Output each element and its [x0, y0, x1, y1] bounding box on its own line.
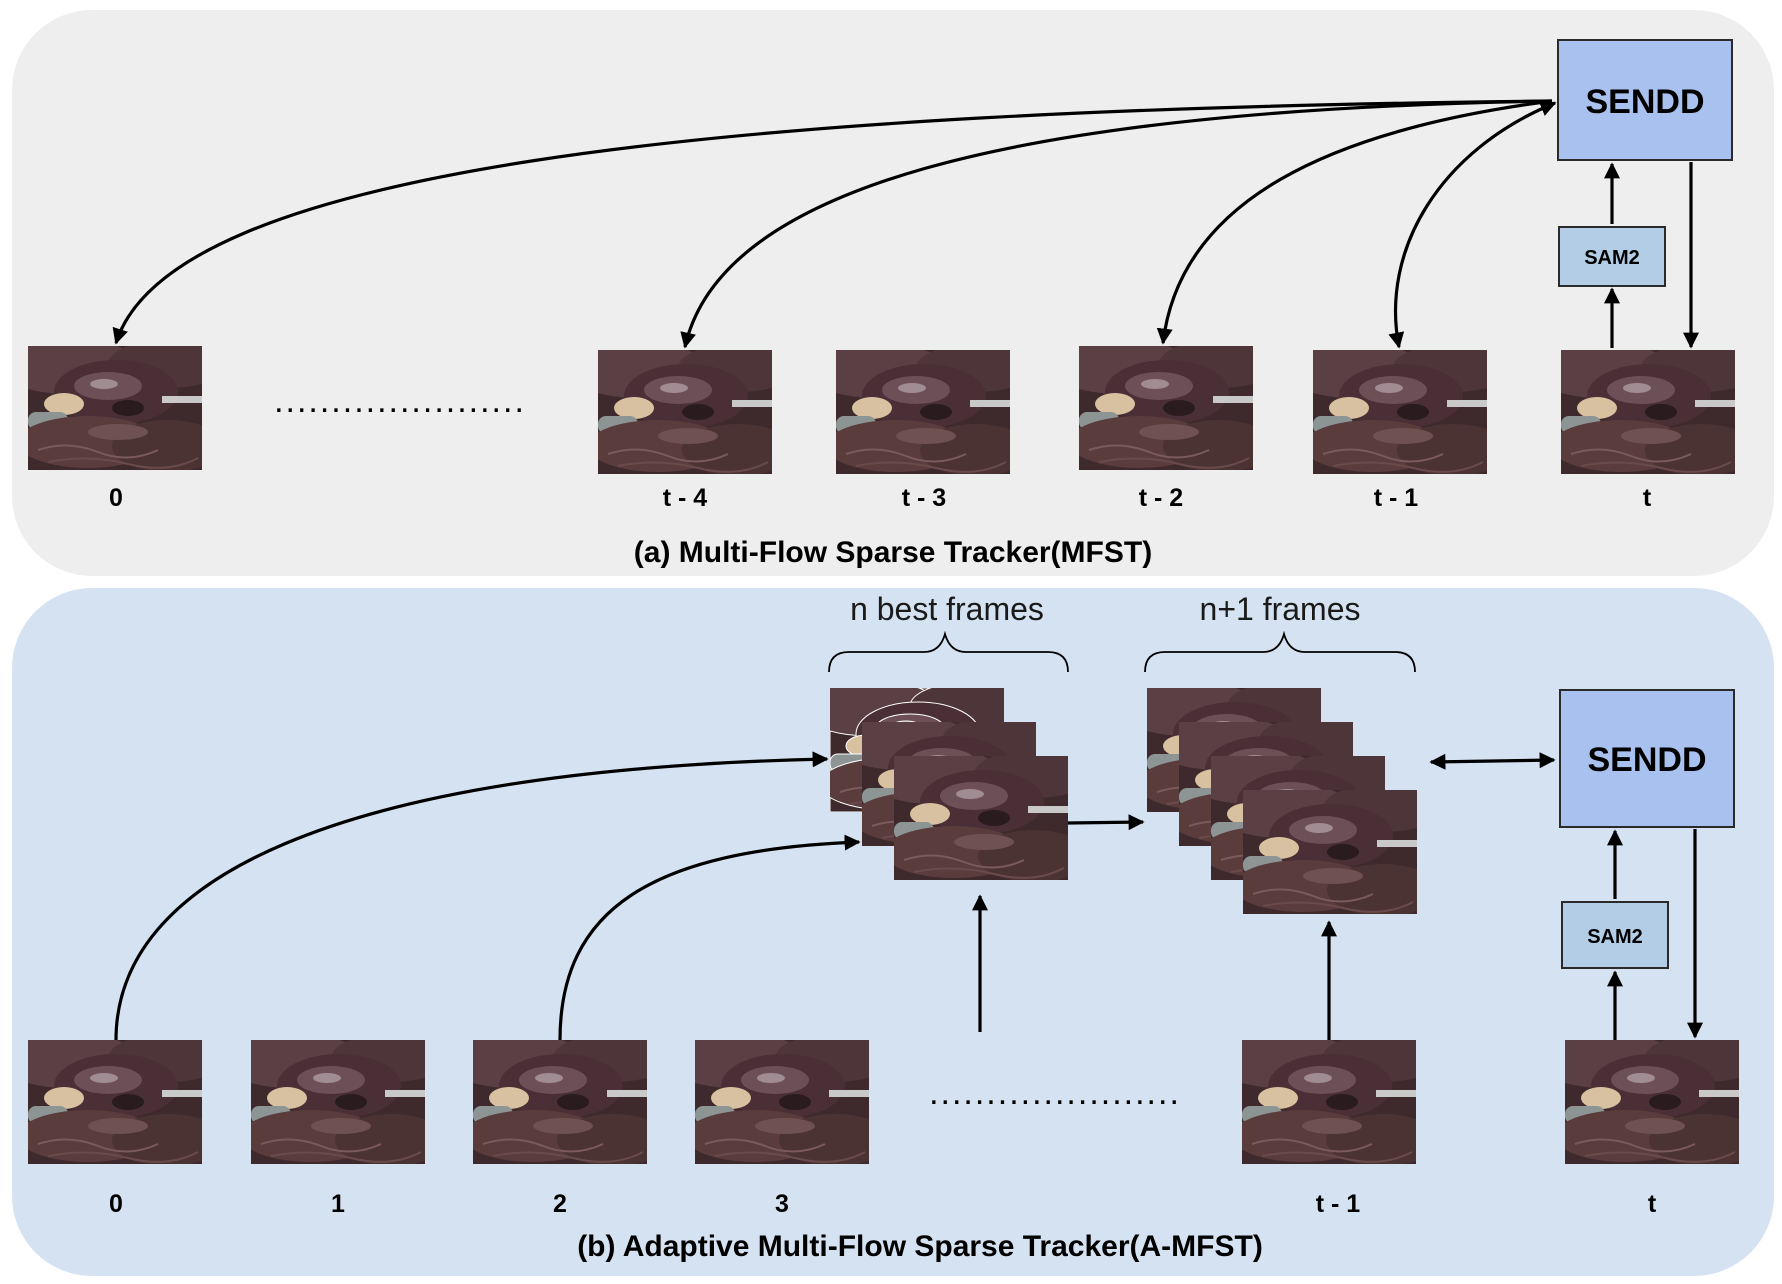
ellipsis-a: ......................	[274, 382, 526, 420]
frame-b-label-t-1: t - 1	[1316, 1190, 1361, 1218]
frame-b-t-1	[1212, 1032, 1442, 1166]
panel-a-background	[12, 10, 1774, 576]
arrow-best-to-next-frames	[1067, 814, 1145, 831]
frame-a-0	[0, 338, 228, 472]
sam2-box-b	[1561, 901, 1669, 969]
sendd-label-a: SENDD	[1585, 83, 1704, 121]
brace-best-frames	[828, 630, 1069, 673]
frame-a-label-t-4: t - 4	[663, 484, 708, 512]
arrow-frame-2-to-best-frames	[558, 834, 861, 1041]
arrow-sendd-to-frame-0	[112, 99, 1553, 345]
frame-b-1	[221, 1032, 451, 1166]
panel-b: ...................... 0 1 2 3 t - 1 t n…	[0, 591, 1765, 1263]
frame-b-label-3: 3	[775, 1190, 789, 1218]
frame-b-label-1: 1	[331, 1190, 345, 1218]
arrow-next-frames-sendd-bidirectional	[1429, 752, 1556, 770]
sam2-label-a: SAM2	[1584, 247, 1640, 269]
sendd-box-a	[1557, 39, 1733, 161]
arrow-frame-0-to-best-frames	[114, 751, 829, 1041]
ellipsis-b: ......................	[929, 1074, 1181, 1112]
brace-next-frames	[1144, 630, 1416, 673]
panel-a: ...................... 0 t - 4 t - 3 t -…	[0, 39, 1761, 569]
frame-a-t	[1531, 342, 1761, 476]
frame-b-label-t: t	[1648, 1190, 1657, 1218]
frame-a-t-2	[1049, 338, 1279, 472]
brace-next-label: n+1 frames	[1200, 591, 1361, 627]
sam2-box-a	[1558, 226, 1666, 287]
frame-b-0	[0, 1032, 228, 1166]
frame-a-label-t-2: t - 2	[1139, 484, 1183, 512]
frame-a-label-t-3: t - 3	[902, 484, 946, 512]
frame-b-label-2: 2	[553, 1190, 567, 1218]
caption-b: (b) Adaptive Multi-Flow Sparse Tracker(A…	[577, 1230, 1263, 1263]
sendd-label-b: SENDD	[1587, 741, 1706, 779]
frame-a-t-3	[806, 342, 1036, 476]
caption-a: (a) Multi-Flow Sparse Tracker(MFST)	[634, 536, 1152, 569]
frame-a-label-t: t	[1643, 484, 1652, 512]
frame-b-t	[1535, 1032, 1765, 1166]
arrow-sendd-frame-t-1-bidirectional	[1388, 101, 1557, 349]
frame-b-3	[665, 1032, 895, 1166]
arrow-sendd-to-frame-t-4	[680, 99, 1553, 349]
frame-b-2	[443, 1032, 673, 1166]
frame-a-t-1	[1283, 342, 1513, 476]
frame-a-label-0: 0	[109, 484, 123, 512]
frame-b-label-0: 0	[109, 1190, 123, 1218]
sendd-box-b	[1559, 689, 1735, 828]
frame-a-t-4	[568, 342, 798, 476]
brace-best-label: n best frames	[850, 591, 1044, 627]
sam2-label-b: SAM2	[1587, 926, 1643, 948]
frame-a-label-t-1: t - 1	[1374, 484, 1419, 512]
